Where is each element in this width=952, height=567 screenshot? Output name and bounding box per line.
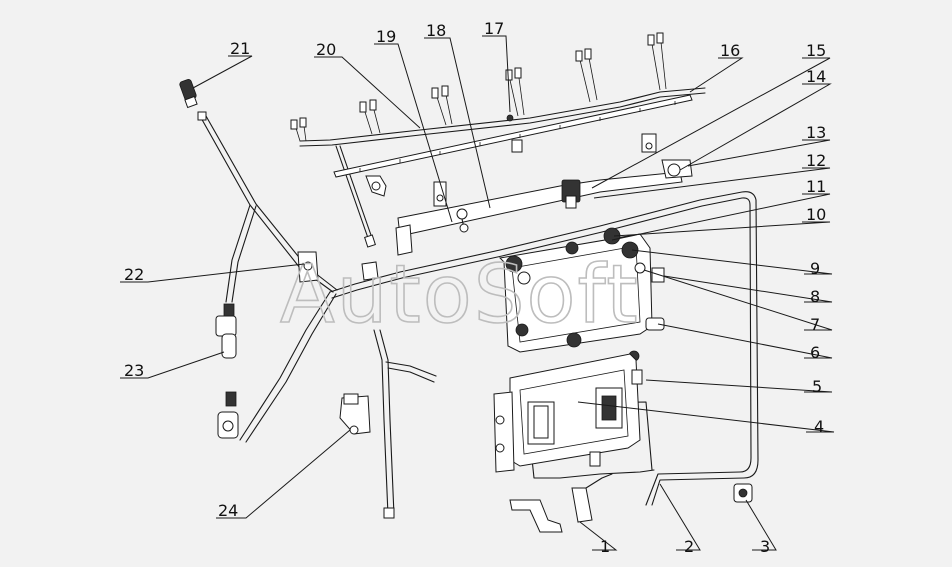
- callout-6: 6: [810, 343, 820, 362]
- callout-19: 19: [376, 27, 396, 46]
- lower-harness-trunk: [395, 159, 693, 256]
- callout-21: 21: [230, 39, 250, 58]
- callout-numbers: 1 2 3 4 5 6 7 8 9 10 11 12 13 14 15 16 1…: [124, 19, 826, 556]
- tube-frame: [329, 191, 759, 519]
- clip-strip: [333, 94, 693, 178]
- diagonal-tube: [179, 78, 338, 443]
- ecu-module: [493, 353, 643, 473]
- callout-20: 20: [316, 40, 336, 59]
- callout-17: 17: [484, 19, 504, 38]
- callout-8: 8: [810, 287, 820, 306]
- callout-24: 24: [218, 501, 238, 520]
- mount-brackets: [297, 251, 379, 435]
- wiring-harness-drawing: [179, 32, 759, 533]
- callout-16: 16: [720, 41, 740, 60]
- lower-bracket: [509, 473, 753, 533]
- leader-lines: [120, 35, 835, 551]
- callout-13: 13: [806, 123, 826, 142]
- callout-3: 3: [760, 537, 770, 556]
- callout-4: 4: [814, 417, 824, 436]
- callout-5: 5: [812, 377, 822, 396]
- callout-22: 22: [124, 265, 144, 284]
- brackets: [365, 114, 657, 207]
- callout-12: 12: [806, 151, 826, 170]
- callout-14: 14: [806, 67, 826, 86]
- callout-15: 15: [806, 41, 826, 60]
- callout-23: 23: [124, 361, 144, 380]
- callout-11: 11: [806, 177, 826, 196]
- callout-7: 7: [810, 315, 820, 334]
- callout-1: 1: [600, 537, 610, 556]
- callout-18: 18: [426, 21, 446, 40]
- watermark-text: AutoSoft: [280, 248, 640, 341]
- callout-2: 2: [684, 537, 694, 556]
- callout-10: 10: [806, 205, 826, 224]
- upper-harness: [290, 32, 706, 248]
- callout-9: 9: [810, 259, 820, 278]
